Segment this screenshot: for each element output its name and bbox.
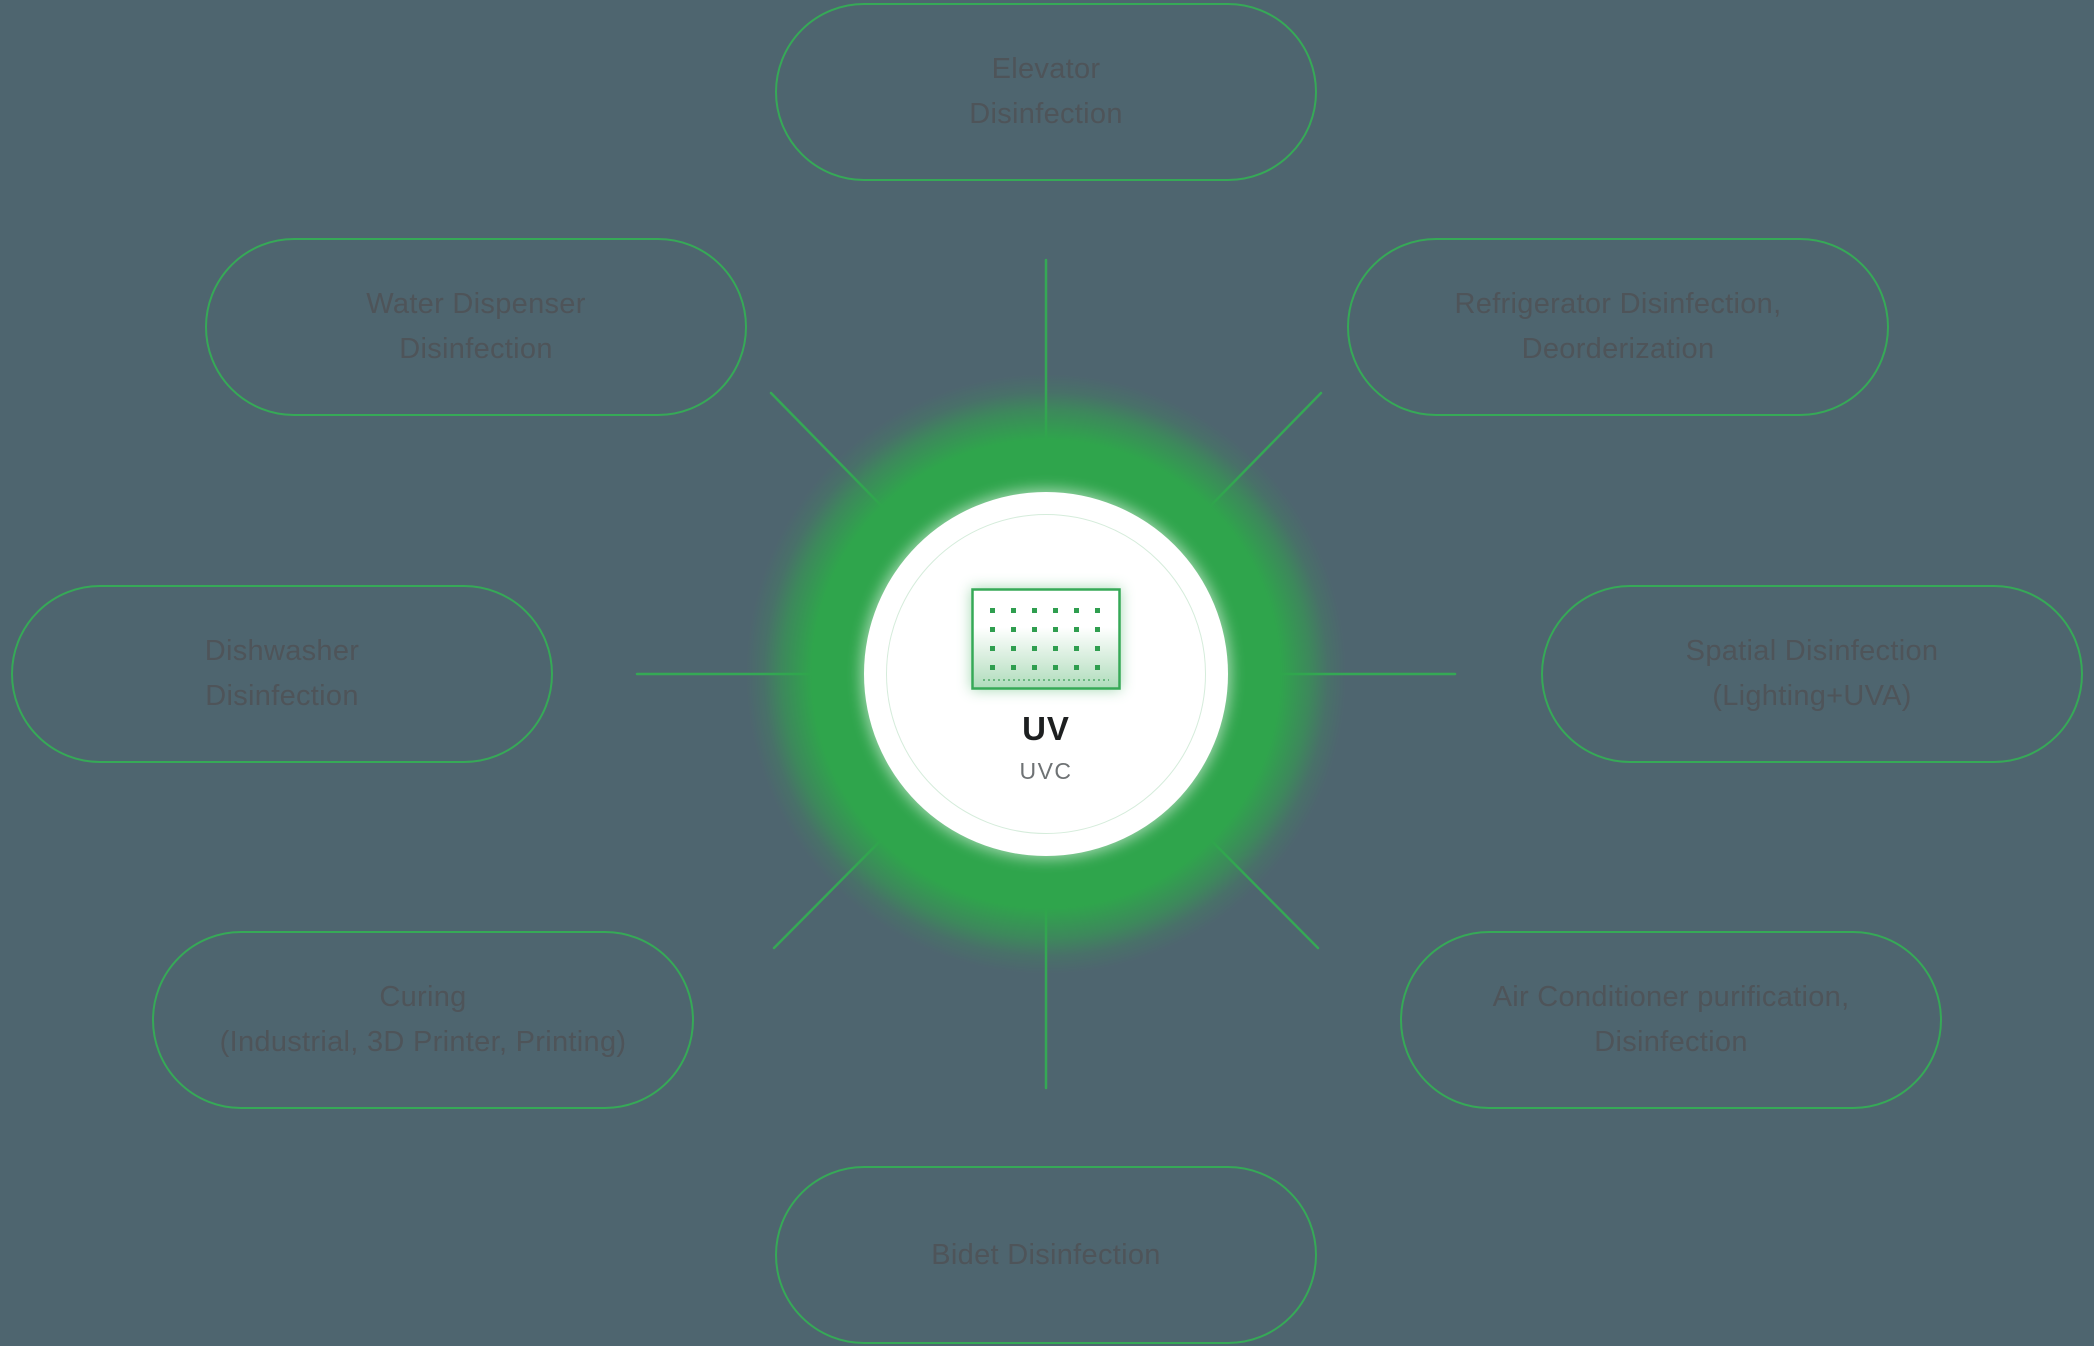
node-label-line: Refrigerator Disinfection, <box>1454 288 1782 320</box>
node-label-line: Disinfection <box>969 98 1123 130</box>
node-label-line: Air Conditioner purification, <box>1492 981 1850 1013</box>
node-label-line: Deorderization <box>1521 333 1715 365</box>
node-spatial-disinfection: Spatial Disinfection (Lighting+UVA) <box>1541 585 2083 763</box>
node-air-conditioner-purification: Air Conditioner purification, Disinfecti… <box>1400 931 1942 1109</box>
node-label-line: (Industrial, 3D Printer, Printing) <box>219 1026 627 1058</box>
node-dishwasher-disinfection: Dishwasher Disinfection <box>11 585 553 763</box>
node-label-line: Elevator <box>991 53 1101 85</box>
node-label-line: Curing <box>379 981 467 1013</box>
node-bidet-disinfection: Bidet Disinfection <box>775 1166 1317 1344</box>
node-label-line: Disinfection <box>399 333 553 365</box>
node-elevator-disinfection: Elevator Disinfection <box>775 3 1317 181</box>
node-label-line: Spatial Disinfection <box>1685 635 1939 667</box>
node-label-line: Bidet Disinfection <box>931 1238 1161 1271</box>
node-label-line: Dishwasher <box>204 635 360 667</box>
node-label-line: (Lighting+UVA) <box>1712 680 1912 712</box>
node-curing: Curing (Industrial, 3D Printer, Printing… <box>152 931 694 1109</box>
node-label-line: Disinfection <box>205 680 359 712</box>
node-water-dispenser-disinfection: Water Dispenser Disinfection <box>205 238 747 416</box>
uv-led-module-icon <box>971 588 1121 690</box>
center-hub: UV UVC <box>864 492 1228 856</box>
hub-subtitle: UVC <box>1019 758 1073 784</box>
node-label-line: Water Dispenser <box>366 288 586 320</box>
hub-title: UV <box>1022 710 1070 747</box>
node-refrigerator-disinfection: Refrigerator Disinfection, Deorderizatio… <box>1347 238 1889 416</box>
node-label-line: Disinfection <box>1594 1026 1748 1058</box>
